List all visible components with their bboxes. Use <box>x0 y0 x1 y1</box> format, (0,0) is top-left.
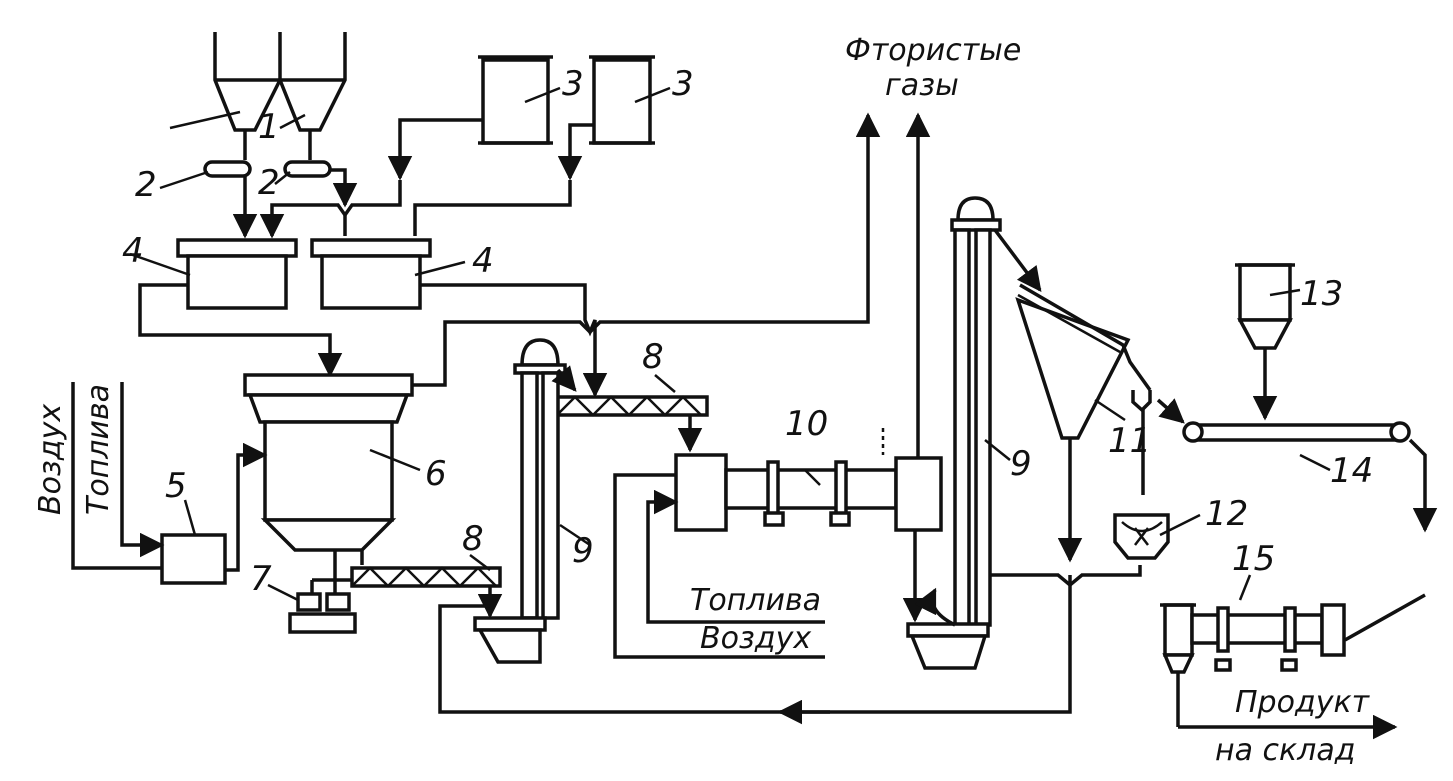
label-num-14: 14 <box>1330 451 1373 491</box>
screw-conveyor-8-upper <box>555 374 709 453</box>
label-num-7: 7 <box>250 559 272 599</box>
label-air-bottom: Воздух <box>700 621 811 656</box>
label-num-2b: 2 <box>258 163 280 203</box>
label-num-9b: 9 <box>1010 444 1032 484</box>
label-fluorine-gases-line1: Фтористые <box>845 33 1021 68</box>
label-to-warehouse: на склад <box>1215 733 1355 768</box>
belt-conveyor-14 <box>1182 421 1438 533</box>
reactor-6 <box>243 373 421 580</box>
cooler-15 <box>1160 574 1426 740</box>
label-num-4b: 4 <box>472 241 494 281</box>
furnace-5 <box>71 382 268 585</box>
rotary-kiln-10 <box>674 428 943 532</box>
label-num-11: 11 <box>1108 421 1151 461</box>
screw-conveyor-8-lower <box>350 554 502 588</box>
label-num-15: 15 <box>1232 539 1275 579</box>
label-num-10: 10 <box>785 404 828 444</box>
elevator-9-left <box>473 338 591 664</box>
label-product: Продукт <box>1235 685 1371 720</box>
label-num-13: 13 <box>1300 274 1343 314</box>
bin-13 <box>1235 263 1301 421</box>
label-num-9a: 9 <box>572 531 594 571</box>
label-num-12: 12 <box>1205 494 1248 534</box>
label-num-8a: 8 <box>462 519 484 559</box>
label-air-left: Воздух <box>33 404 68 515</box>
tank-3 <box>387 55 671 181</box>
elevator-9-right <box>906 196 1042 670</box>
separator-11 <box>1015 283 1152 563</box>
label-fluorine-gases-line2: газы <box>885 68 959 103</box>
feeder-2 <box>159 130 358 239</box>
label-num-2a: 2 <box>135 165 157 205</box>
label-num-4a: 4 <box>122 231 144 271</box>
label-num-1: 1 <box>258 107 280 147</box>
label-num-6: 6 <box>425 454 447 494</box>
label-num-8b: 8 <box>642 337 664 377</box>
crusher-12 <box>1113 513 1201 560</box>
label-fuel-bottom: Топлива <box>690 583 821 618</box>
valve-7 <box>267 578 360 634</box>
label-num-3a: 3 <box>562 64 584 104</box>
label-num-5: 5 <box>165 466 187 506</box>
label-fuel-left: Топлива <box>81 384 116 515</box>
mixer-4 <box>129 238 466 310</box>
label-num-3b: 3 <box>672 64 694 104</box>
